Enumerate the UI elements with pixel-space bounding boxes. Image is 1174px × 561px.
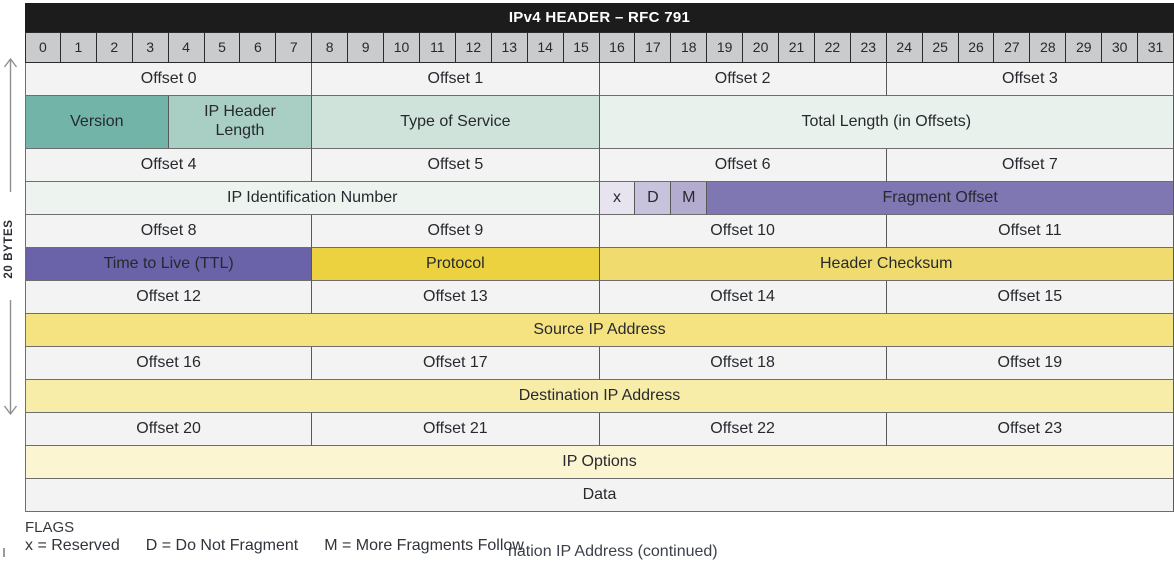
offset-cell-offset-20: Offset 20 <box>25 413 312 446</box>
offset-cell-offset-17: Offset 17 <box>312 347 599 380</box>
field-cell-protocol: Protocol <box>312 248 599 281</box>
field-row-7: Source IP Address <box>25 314 1174 347</box>
flags-legend-heading: FLAGS <box>25 519 524 536</box>
offset-cell-offset-15: Offset 15 <box>887 281 1174 314</box>
bit-26: 26 <box>959 32 995 63</box>
clipped-continued-text: nation IP Address (continued) <box>508 543 718 561</box>
bit-18: 18 <box>671 32 707 63</box>
offset-cell-offset-2: Offset 2 <box>600 63 887 96</box>
bit-4: 4 <box>169 32 205 63</box>
bit-31: 31 <box>1138 32 1174 63</box>
bit-10: 10 <box>384 32 420 63</box>
field-cell-total-length-in-offsets: Total Length (in Offsets) <box>600 96 1174 149</box>
clipped-arrow-tick <box>3 548 5 557</box>
offset-cell-offset-0: Offset 0 <box>25 63 312 96</box>
flag-d-definition: D = Do Not Fragment <box>146 537 299 555</box>
field-cell-source-ip-address: Source IP Address <box>25 314 1174 347</box>
offset-cell-offset-14: Offset 14 <box>600 281 887 314</box>
field-cell-data: Data <box>25 479 1174 512</box>
offset-cell-offset-10: Offset 10 <box>600 215 887 248</box>
field-cell-m: M <box>671 182 707 215</box>
offset-cell-offset-9: Offset 9 <box>312 215 599 248</box>
bit-16: 16 <box>600 32 636 63</box>
bit-27: 27 <box>994 32 1030 63</box>
diagram-title: IPv4 HEADER – RFC 791 <box>25 3 1174 32</box>
byte-span-label: 20 BYTES <box>3 211 15 287</box>
offset-cell-offset-1: Offset 1 <box>312 63 599 96</box>
field-cell-d: D <box>635 182 671 215</box>
bit-19: 19 <box>707 32 743 63</box>
bit-17: 17 <box>635 32 671 63</box>
bit-14: 14 <box>528 32 564 63</box>
bit-21: 21 <box>779 32 815 63</box>
field-row-11: IP Options <box>25 446 1174 479</box>
bit-23: 23 <box>851 32 887 63</box>
bit-3: 3 <box>133 32 169 63</box>
bit-29: 29 <box>1066 32 1102 63</box>
bit-2: 2 <box>97 32 133 63</box>
offset-cell-offset-13: Offset 13 <box>312 281 599 314</box>
offset-cell-offset-11: Offset 11 <box>887 215 1174 248</box>
bit-0: 0 <box>25 32 61 63</box>
bit-7: 7 <box>276 32 312 63</box>
field-cell-header-checksum: Header Checksum <box>600 248 1174 281</box>
bit-11: 11 <box>420 32 456 63</box>
bit-28: 28 <box>1030 32 1066 63</box>
offset-cell-offset-22: Offset 22 <box>600 413 887 446</box>
field-cell-destination-ip-address: Destination IP Address <box>25 380 1174 413</box>
offset-cell-offset-23: Offset 23 <box>887 413 1174 446</box>
offset-cell-offset-12: Offset 12 <box>25 281 312 314</box>
field-cell-time-to-live-ttl: Time to Live (TTL) <box>25 248 312 281</box>
offset-cell-offset-7: Offset 7 <box>887 149 1174 182</box>
field-cell-type-of-service: Type of Service <box>312 96 599 149</box>
bit-9: 9 <box>348 32 384 63</box>
flag-x-definition: x = Reserved <box>25 537 120 555</box>
field-row-9: Destination IP Address <box>25 380 1174 413</box>
flag-m-definition: M = More Fragments Follow <box>324 537 524 555</box>
field-cell-ip-identification-number: IP Identification Number <box>25 182 600 215</box>
offset-cell-offset-5: Offset 5 <box>312 149 599 182</box>
field-cell-version: Version <box>25 96 169 149</box>
field-cell-ip-header-length: IP Header Length <box>169 96 313 149</box>
bit-1: 1 <box>61 32 97 63</box>
offset-cell-offset-6: Offset 6 <box>600 149 887 182</box>
offset-cell-offset-3: Offset 3 <box>887 63 1174 96</box>
offset-cell-offset-18: Offset 18 <box>600 347 887 380</box>
bit-12: 12 <box>456 32 492 63</box>
bit-8: 8 <box>312 32 348 63</box>
bit-15: 15 <box>564 32 600 63</box>
flags-legend: FLAGS x = Reserved D = Do Not Fragment M… <box>25 519 524 555</box>
bit-30: 30 <box>1102 32 1138 63</box>
field-cell-x: x <box>600 182 636 215</box>
bit-25: 25 <box>923 32 959 63</box>
field-cell-ip-options: IP Options <box>25 446 1174 479</box>
offset-cell-offset-16: Offset 16 <box>25 347 312 380</box>
bit-13: 13 <box>492 32 528 63</box>
offset-cell-offset-4: Offset 4 <box>25 149 312 182</box>
bit-5: 5 <box>205 32 241 63</box>
bit-20: 20 <box>743 32 779 63</box>
offset-cell-offset-21: Offset 21 <box>312 413 599 446</box>
bit-6: 6 <box>240 32 276 63</box>
flags-legend-items: x = Reserved D = Do Not Fragment M = Mor… <box>25 537 524 555</box>
bit-22: 22 <box>815 32 851 63</box>
field-row-12: Data <box>25 479 1174 512</box>
field-cell-fragment-offset: Fragment Offset <box>707 182 1174 215</box>
bit-24: 24 <box>887 32 923 63</box>
offset-cell-offset-19: Offset 19 <box>887 347 1174 380</box>
offset-cell-offset-8: Offset 8 <box>25 215 312 248</box>
